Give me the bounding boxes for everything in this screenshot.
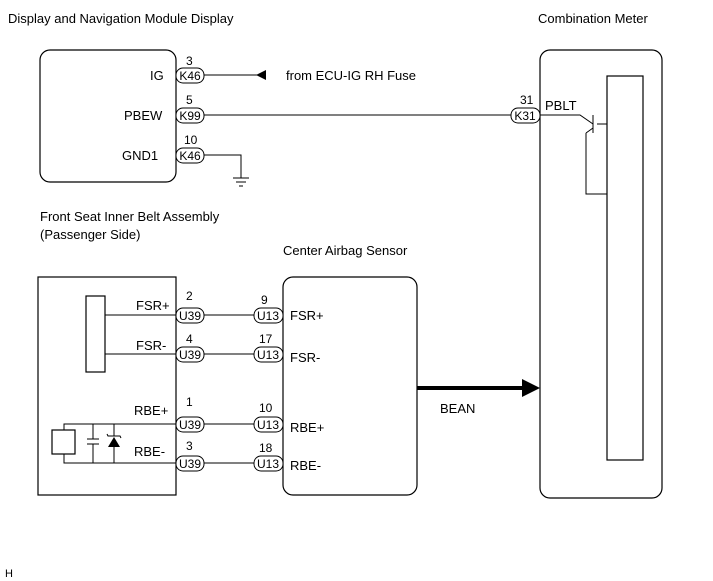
belt-pin-label-rbe-plus: RBE+ bbox=[134, 403, 168, 418]
arrow-icon bbox=[256, 70, 266, 80]
connector-label-ig: K46 bbox=[179, 69, 201, 83]
pin-number-ig: 3 bbox=[186, 54, 193, 68]
sensor-pin-number-rbe-minus: 18 bbox=[259, 441, 273, 455]
belt-connector-fsr-plus: U39 bbox=[179, 309, 201, 323]
display-module-title: Display and Navigation Module Display bbox=[8, 11, 234, 26]
wire-gnd1 bbox=[204, 154, 242, 178]
belt-connector-fsr-minus: U39 bbox=[179, 348, 201, 362]
ground-icon bbox=[233, 177, 249, 187]
sensor-pin-number-fsr-minus: 17 bbox=[259, 332, 273, 346]
sensor-connector-rbe-minus: U13 bbox=[257, 457, 279, 471]
corner-mark: H bbox=[5, 568, 13, 580]
sensor-connector-rbe-plus: U13 bbox=[257, 418, 279, 432]
connector-u13-rbe-minus bbox=[253, 455, 284, 472]
belt-pin-number-rbe-plus: 1 bbox=[186, 395, 193, 409]
fuse-note: from ECU-IG RH Fuse bbox=[286, 68, 416, 83]
connector-u13-fsr-plus bbox=[253, 307, 284, 324]
connector-label-gnd1: K46 bbox=[179, 149, 201, 163]
belt-pin-label-rbe-minus: RBE- bbox=[134, 444, 165, 459]
sensor-pin-number-rbe-plus: 10 bbox=[259, 401, 273, 415]
belt-pin-label-fsr-plus: FSR+ bbox=[136, 298, 170, 313]
belt-pin-number-fsr-plus: 2 bbox=[186, 289, 193, 303]
buckle-switch-circuit bbox=[51, 423, 176, 464]
combination-meter-title: Combination Meter bbox=[538, 11, 648, 26]
belt-pin-number-rbe-minus: 3 bbox=[186, 439, 193, 453]
meter-pin-label: PBLT bbox=[545, 98, 577, 113]
sensor-pin-label-fsr-plus: FSR+ bbox=[290, 308, 324, 323]
belt-assembly-subtitle: (Passenger Side) bbox=[40, 227, 140, 242]
belt-assembly-title: Front Seat Inner Belt Assembly bbox=[40, 209, 220, 224]
transistor-icon bbox=[540, 114, 607, 195]
meter-connector-label: K31 bbox=[514, 109, 536, 123]
belt-sensor-element bbox=[85, 295, 106, 373]
sensor-connector-fsr-minus: U13 bbox=[257, 348, 279, 362]
sensor-pin-label-rbe-plus: RBE+ bbox=[290, 420, 324, 435]
sensor-pin-number-fsr-plus: 9 bbox=[261, 293, 268, 307]
meter-pin-number: 31 bbox=[520, 93, 534, 107]
belt-connector-rbe-plus: U39 bbox=[179, 418, 201, 432]
meter-display-panel bbox=[606, 75, 644, 461]
bean-bus-arrow-icon bbox=[522, 379, 540, 397]
sensor-connector-fsr-plus: U13 bbox=[257, 309, 279, 323]
belt-pin-number-fsr-minus: 4 bbox=[186, 332, 193, 346]
combination-meter-box bbox=[539, 49, 663, 499]
connector-u13-fsr-minus bbox=[253, 346, 284, 363]
bean-bus-label: BEAN bbox=[440, 401, 475, 416]
belt-connector-rbe-minus: U39 bbox=[179, 457, 201, 471]
belt-assembly-box bbox=[37, 276, 177, 496]
pin-label-pbew: PBEW bbox=[124, 108, 163, 123]
pin-number-gnd1: 10 bbox=[184, 133, 198, 147]
connector-label-pbew: K99 bbox=[179, 109, 201, 123]
connector-u13-rbe-plus bbox=[253, 416, 284, 433]
airbag-sensor-title: Center Airbag Sensor bbox=[283, 243, 408, 258]
sensor-pin-label-fsr-minus: FSR- bbox=[290, 350, 320, 365]
pin-label-ig: IG bbox=[150, 68, 164, 83]
belt-pin-label-fsr-minus: FSR- bbox=[136, 338, 166, 353]
pin-number-pbew: 5 bbox=[186, 93, 193, 107]
pin-label-gnd1: GND1 bbox=[122, 148, 158, 163]
sensor-pin-label-rbe-minus: RBE- bbox=[290, 458, 321, 473]
